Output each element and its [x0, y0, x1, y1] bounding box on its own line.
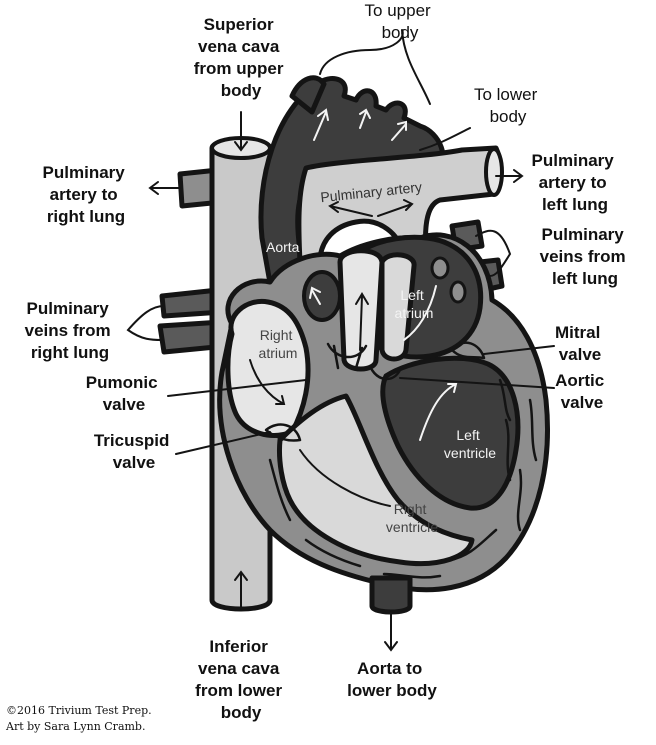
- flow-arrow-pulm-1: [328, 201, 373, 217]
- to-upper-body-label: To upper body: [365, 1, 436, 42]
- aortic-valve-shape: [370, 368, 402, 381]
- to-lower-body-label: To lower body: [474, 85, 542, 126]
- tricuspid-valve-label: Tricuspid valve: [94, 431, 174, 472]
- aorta-down-arrow: [384, 611, 398, 652]
- vein-opening-2: [449, 280, 467, 304]
- pulm-veins-right-lung-label: Pulminary veins from right lung: [25, 299, 116, 362]
- mitral-valve-label: Mitral valve: [555, 323, 605, 364]
- pumonic-valve-shape: [326, 342, 368, 370]
- flow-arrow-rv: [299, 449, 391, 507]
- aortic-valve-leader: [399, 377, 555, 389]
- right-ventricle-chamber: [277, 393, 475, 567]
- right-atrium-chamber: [225, 298, 311, 438]
- flow-arrow-aorta-2: [359, 108, 371, 129]
- pulm-right-lung-arrow: [148, 181, 181, 195]
- aorta-label: Aorta: [266, 239, 300, 255]
- veins-left-lung-leader: [475, 229, 512, 277]
- aorta-to-lower-body-label: Aorta to lower body: [347, 659, 437, 700]
- pulm-artery-right-lung-label: Pulminary artery to right lung: [43, 163, 130, 226]
- flow-arrow-pulm-2: [377, 199, 414, 217]
- descending-aorta: [369, 575, 413, 615]
- pumonic-valve-label: Pumonic valve: [86, 373, 163, 414]
- vein-opening-1: [430, 256, 450, 280]
- flow-arrow-lv: [419, 383, 458, 441]
- flow-arrow-aorta-root: [309, 286, 321, 305]
- pumonic-valve-leader: [167, 379, 307, 397]
- upper-body-leader: [319, 29, 431, 105]
- flow-arrow-ra: [249, 359, 286, 405]
- copyright-credit: ©2016 Trivium Test Prep. Art by Sara Lyn…: [5, 704, 155, 733]
- aorta-trunk: [379, 252, 417, 362]
- left-ventricle-chamber: [380, 355, 521, 511]
- aorta-branch-1: [289, 75, 327, 115]
- ivc-up-arrow: [234, 570, 248, 611]
- flow-arrow-la: [403, 285, 437, 341]
- mitral-valve-shape: [450, 341, 486, 360]
- pulmonary-artery-end: [484, 147, 504, 197]
- left-atrium-label: Left atrium: [395, 287, 434, 321]
- pulm-veins-left-lung-label: Pulminary veins from left lung: [540, 225, 631, 288]
- tricuspid-valve-shape: [264, 423, 302, 442]
- right-atrium-label: Right atrium: [259, 327, 298, 361]
- flow-arrow-aorta-3: [391, 120, 407, 141]
- pulm-artery-left-lung-label: Pulminary artery to left lung: [532, 151, 619, 214]
- left-ventricle-label: Left ventricle: [444, 427, 496, 461]
- mitral-valve-leader: [483, 345, 555, 355]
- svc-down-arrow: [234, 111, 248, 152]
- superior-vena-cava-label: Superior vena cava from upper body: [194, 15, 288, 100]
- inferior-vena-cava-label: Inferior vena cava from lower body: [195, 637, 287, 722]
- aortic-valve-label: Aortic valve: [555, 371, 609, 412]
- lower-body-leader: [419, 127, 471, 151]
- veins-right-lung-leader: [126, 305, 165, 341]
- pulm-left-lung-arrow: [495, 169, 524, 183]
- flow-arrow-trunk: [355, 292, 369, 351]
- tricuspid-valve-leader: [175, 431, 271, 455]
- right-ventricle-label: Right ventricle: [386, 501, 438, 535]
- flow-arrow-aorta-1: [313, 108, 329, 141]
